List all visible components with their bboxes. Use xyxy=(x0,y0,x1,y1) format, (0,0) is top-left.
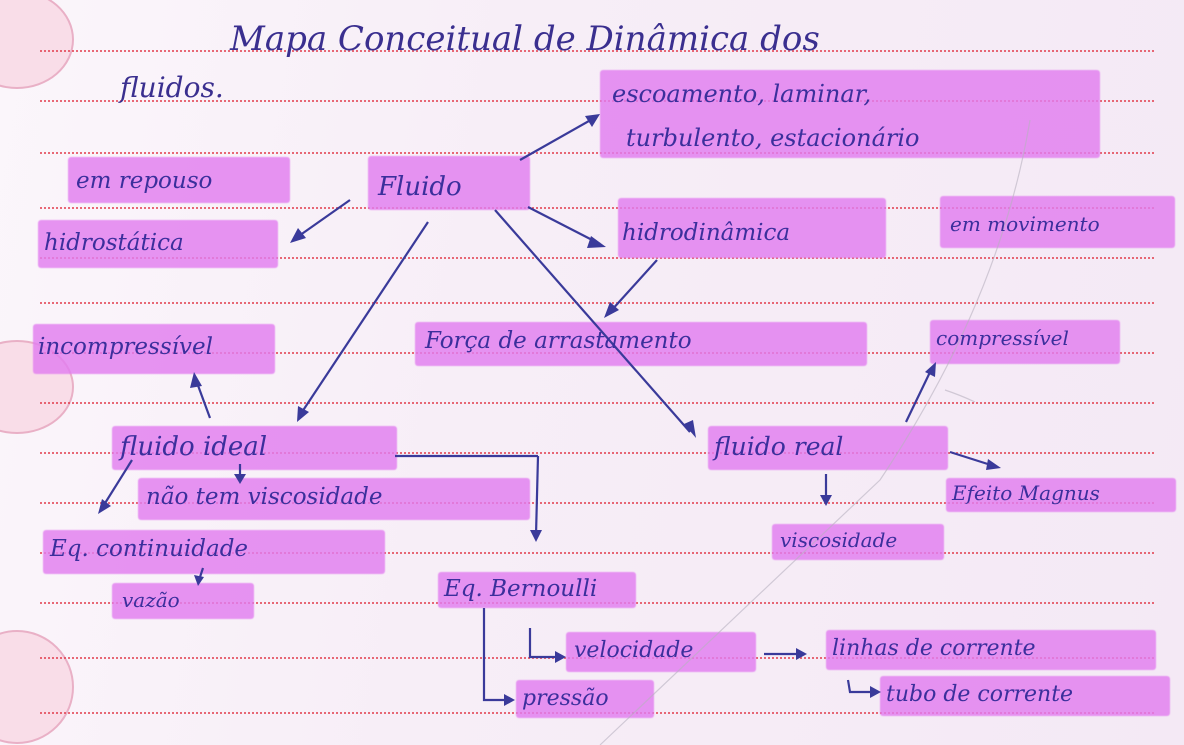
highlight-em-movimento xyxy=(940,196,1175,248)
highlight-fluido-ideal xyxy=(112,426,397,470)
highlight-viscosidade xyxy=(772,524,944,560)
node-escoamento-1: escoamento, laminar, xyxy=(612,80,872,108)
node-eq-continuidade: Eq. continuidade xyxy=(50,536,249,562)
node-hidrodinamica: hidrodinâmica xyxy=(622,220,791,246)
node-fluido-real: fluido real xyxy=(714,432,844,461)
node-tubo-de-corrente: tubo de corrente xyxy=(886,682,1074,707)
node-em-movimento: em movimento xyxy=(950,212,1100,236)
node-compressivel: compressível xyxy=(936,326,1069,350)
rule-line xyxy=(40,402,1154,404)
node-eq-bernoulli: Eq. Bernoulli xyxy=(444,576,598,602)
rule-line xyxy=(40,100,1154,102)
highlight-pressao xyxy=(516,680,654,718)
node-vazao: vazão xyxy=(122,588,180,612)
title-line-2: fluidos. xyxy=(120,71,224,104)
rule-line xyxy=(40,207,1154,209)
highlight-forca xyxy=(415,322,867,366)
node-pressao: pressão xyxy=(522,686,609,711)
rule-line xyxy=(40,452,1154,454)
rule-line xyxy=(40,257,1154,259)
node-velocidade: velocidade xyxy=(574,638,694,663)
node-nao-tem-viscosidade: não tem viscosidade xyxy=(146,484,383,510)
rule-line xyxy=(40,502,1154,504)
highlight-escoamento xyxy=(600,70,1100,158)
highlight-efeito xyxy=(946,478,1176,512)
highlight-vazao xyxy=(112,583,254,619)
highlight-velocidade xyxy=(566,632,756,672)
highlight-nao-tem xyxy=(138,478,530,520)
node-viscosidade: viscosidade xyxy=(780,528,898,552)
highlight-eq-continuidade xyxy=(43,530,385,574)
node-forca-arrastamento: Força de arrastamento xyxy=(425,328,692,354)
rule-line xyxy=(40,552,1154,554)
rule-line xyxy=(40,152,1154,154)
node-linhas-de-corrente: linhas de corrente xyxy=(832,636,1036,661)
title-line-1: Mapa Conceitual de Dinâmica dos xyxy=(230,19,820,59)
node-em-repouso: em repouso xyxy=(76,168,213,194)
highlight-hidrostatica xyxy=(38,220,278,268)
node-efeito-magnus: Efeito Magnus xyxy=(952,481,1100,505)
node-fluido: Fluido xyxy=(378,172,462,202)
node-hidrostatica: hidrostática xyxy=(44,230,184,256)
rule-line xyxy=(40,50,1154,52)
rule-line xyxy=(40,302,1154,304)
binder-hole-top xyxy=(0,0,74,89)
highlight-eq-bernoulli xyxy=(438,572,636,608)
node-incompressivel: incompressível xyxy=(38,334,213,360)
highlight-compressivel xyxy=(930,320,1120,364)
node-escoamento-2: turbulento, estacionário xyxy=(626,124,920,152)
highlight-fluido xyxy=(368,156,530,210)
highlight-em-repouso xyxy=(68,157,290,203)
highlight-incompressivel xyxy=(33,324,275,374)
highlight-hidrodinamica xyxy=(618,198,886,258)
highlight-tubo xyxy=(880,676,1170,716)
node-fluido-ideal: fluido ideal xyxy=(120,432,268,462)
highlight-linhas xyxy=(826,630,1156,670)
highlight-fluido-real xyxy=(708,426,948,470)
